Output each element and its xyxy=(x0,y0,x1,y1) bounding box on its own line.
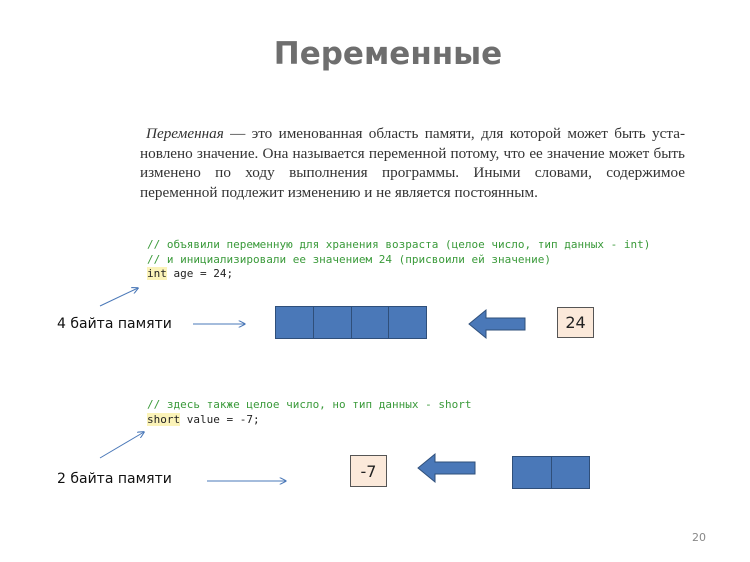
code-comment: // здесь также целое число, но тип данны… xyxy=(147,398,472,411)
pointer-arrow xyxy=(99,432,144,459)
memory-cell xyxy=(276,307,314,338)
value-box-minus-7: -7 xyxy=(350,455,387,487)
slide-title: Переменные xyxy=(273,36,503,72)
code-keyword: int xyxy=(147,267,167,280)
code-statement: int age = 24; xyxy=(147,267,650,282)
definition-paragraph: Переменная — это именованная область пам… xyxy=(140,124,685,202)
page-number: 20 xyxy=(692,531,706,544)
code-comment: // и инициализировали ее значением 24 (п… xyxy=(147,252,551,266)
code-block-int: // объявили переменную для хранения возр… xyxy=(147,238,650,282)
block-arrow-left xyxy=(417,452,476,484)
definition-text: — это именованная область памяти, для ко… xyxy=(140,125,685,201)
code-statement: short value = -7; xyxy=(147,412,472,428)
definition-term: Переменная xyxy=(146,125,224,142)
memory-label-2-bytes: 2 байта памяти xyxy=(57,471,172,487)
memory-cell xyxy=(313,307,352,338)
code-block-short: // здесь также целое число, но тип данны… xyxy=(147,398,472,427)
pointer-arrow xyxy=(99,288,138,307)
code-text: age = 24; xyxy=(166,267,234,280)
memory-cell xyxy=(551,457,589,488)
memory-label-4-bytes: 4 байта памяти xyxy=(57,316,172,332)
memory-cell xyxy=(513,457,552,488)
value-box-24: 24 xyxy=(557,307,594,338)
memory-cells-2 xyxy=(512,456,590,489)
memory-cell xyxy=(351,307,390,338)
memory-cells-4 xyxy=(275,306,427,339)
code-keyword: short xyxy=(147,412,181,426)
block-arrow-left xyxy=(468,308,526,340)
memory-cell xyxy=(389,307,426,338)
code-comment: // объявили переменную для хранения возр… xyxy=(147,238,651,251)
code-text: value = -7; xyxy=(180,412,260,426)
